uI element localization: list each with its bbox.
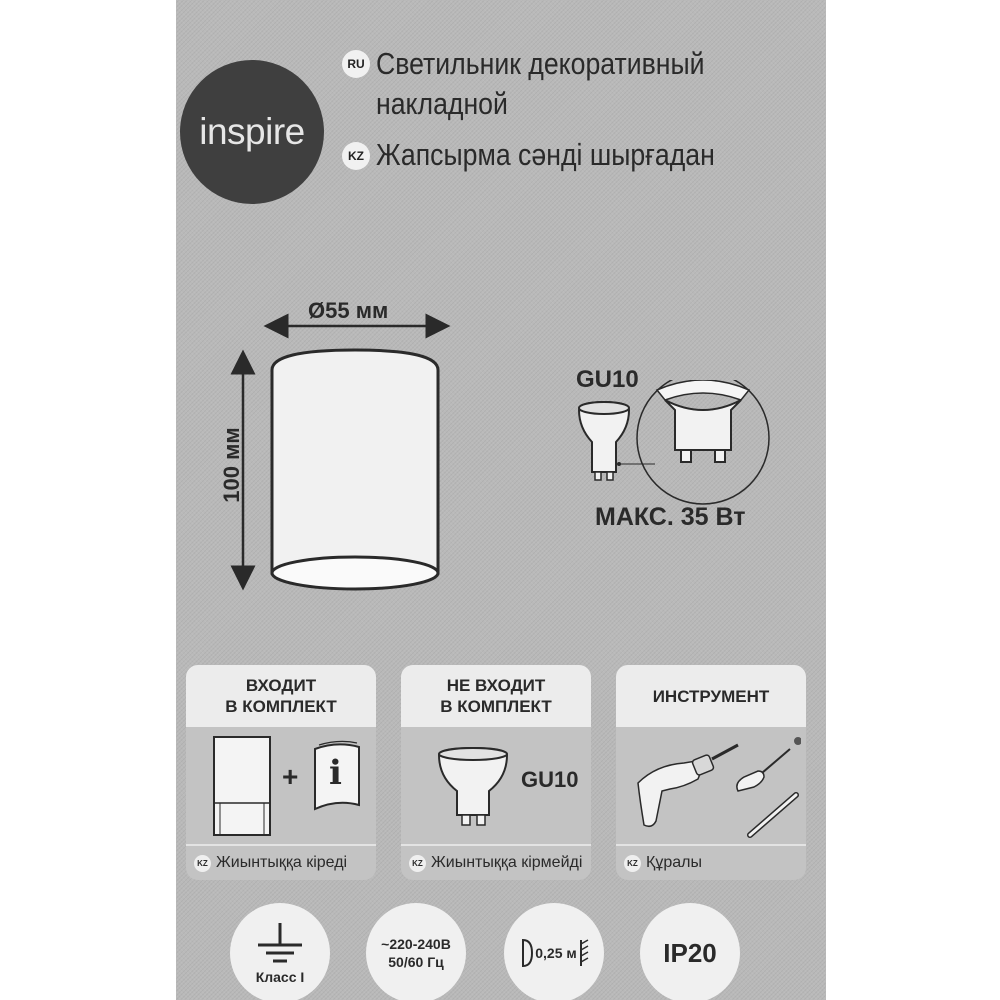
tools-card-body <box>616 727 806 844</box>
included-card-footer: KZ Жиынтыққа кіреді <box>186 844 376 880</box>
distance-to-surface-icon <box>579 939 589 966</box>
not-included-kz-label: Жиынтыққа кірмейді <box>431 854 583 871</box>
not-included-card-header: НЕ ВХОДИТ В КОМПЛЕКТ <box>401 665 591 727</box>
voltage-badge: ~220-240В 50/60 Гц <box>366 903 466 1000</box>
kz-badge: KZ <box>409 854 426 872</box>
frequency-label: 50/60 Гц <box>388 954 444 970</box>
protection-class-label: Класс I <box>255 969 305 985</box>
logo-text: inspire <box>199 111 305 152</box>
plus-sign: + <box>282 761 299 792</box>
protection-class-badge: Класс I <box>230 903 330 1000</box>
inspire-logo: inspire <box>180 60 324 204</box>
not-included-title-line1: НЕ ВХОДИТ <box>446 676 546 695</box>
gu10-bulb-icon <box>437 746 509 826</box>
cylinder-dimension-diagram <box>230 313 451 591</box>
included-card-body: + i <box>186 727 376 844</box>
voltage-label: ~220-240В <box>381 936 451 952</box>
gu10-bulb-detail-icon <box>577 380 770 505</box>
manual-book-icon <box>314 740 360 811</box>
luminaire-icon <box>213 736 271 836</box>
packaging-label-panel: inspire RU Светильник декоративный накла… <box>176 0 826 1000</box>
ru-title-line1: Светильник декоративный <box>376 46 705 81</box>
tools-title: ИНСТРУМЕНТ <box>652 686 770 706</box>
not-included-title-line2: В КОМПЛЕКТ <box>440 697 552 716</box>
not-included-card-body: GU10 <box>401 727 591 844</box>
tools-card: ИНСТРУМЕНТ <box>616 665 806 880</box>
pencil-icon <box>747 792 799 838</box>
included-title-line2: В КОМПЛЕКТ <box>225 697 337 716</box>
tools-card-header: ИНСТРУМЕНТ <box>616 665 806 727</box>
kz-title: Жапсырма сәнді шырғадан <box>376 137 715 172</box>
ru-title-line2: накладной <box>376 86 508 121</box>
tools-kz-label: Құралы <box>646 854 702 871</box>
bulb-type-label: GU10 <box>576 366 639 393</box>
kz-language-badge: KZ <box>342 142 370 170</box>
tools-illustration <box>637 737 801 838</box>
included-card-header: ВХОДИТ В КОМПЛЕКТ <box>186 665 376 727</box>
ip-rating-label: IP20 <box>663 937 717 968</box>
info-glyph: i <box>329 753 342 793</box>
max-power-label: МАКС. 35 Вт <box>595 503 746 531</box>
screwdriver-icon <box>736 737 801 792</box>
not-included-card-footer: KZ Жиынтыққа кірмейді <box>401 844 591 880</box>
ru-language-badge: RU <box>342 50 370 78</box>
kz-badge: KZ <box>624 854 641 872</box>
ground-symbol-icon <box>258 923 302 963</box>
kz-badge: KZ <box>194 854 211 872</box>
diameter-label: Ø55 мм <box>308 298 389 323</box>
not-included-bulb-label: GU10 <box>521 767 579 792</box>
tools-card-footer: KZ Құралы <box>616 844 806 880</box>
min-distance-label: 0,25 м <box>535 945 577 961</box>
included-card: ВХОДИТ В КОМПЛЕКТ + i KZ Жиынтыққа кіред… <box>186 665 376 880</box>
not-included-card: НЕ ВХОДИТ В КОМПЛЕКТ GU10 KZ Жиынтыққа к… <box>401 665 591 880</box>
ip-rating-badge: IP20 <box>640 903 740 1000</box>
included-title-line1: ВХОДИТ <box>245 676 317 695</box>
lamp-half-circle-icon <box>522 938 534 968</box>
min-distance-badge: 0,25 м <box>504 903 604 1000</box>
height-label: 100 мм <box>219 427 244 503</box>
drill-icon <box>637 743 739 828</box>
included-kz-label: Жиынтыққа кіреді <box>216 854 348 871</box>
